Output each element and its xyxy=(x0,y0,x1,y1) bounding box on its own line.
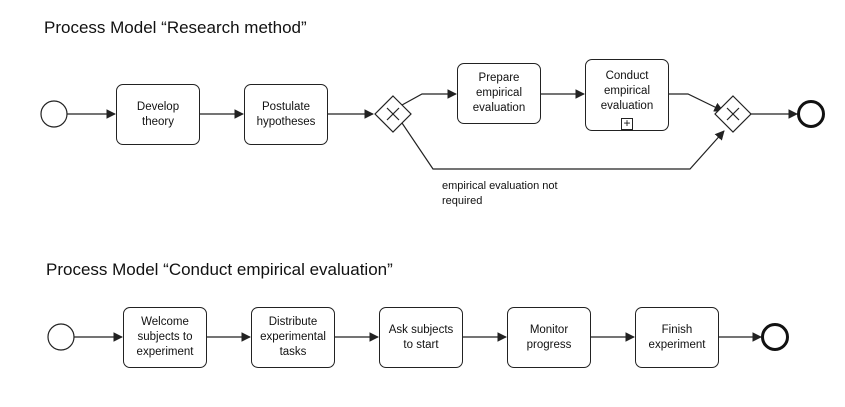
task-label: Develop theory xyxy=(136,100,180,128)
subprocess-conduct-empirical-evaluation[interactable]: Conduct empirical evaluation + xyxy=(585,59,669,131)
flow-skip-evaluation xyxy=(401,122,725,170)
exclusive-gateway-split[interactable] xyxy=(374,95,412,133)
process-2-title: Process Model “Conduct empirical evaluat… xyxy=(46,260,393,279)
task-welcome-subjects[interactable]: Welcome subjects to experiment xyxy=(123,307,207,368)
task-label: Conduct empirical evaluation xyxy=(600,69,654,112)
subprocess-expand-icon[interactable]: + xyxy=(621,117,633,130)
task-distribute-experimental-tasks[interactable]: Distribute experimental tasks xyxy=(251,307,335,368)
flow-label-evaluation-not-required: empirical evaluation not required xyxy=(442,180,558,207)
task-prepare-empirical-evaluation[interactable]: Prepare empirical evaluation xyxy=(457,63,541,124)
task-monitor-progress[interactable]: Monitor progress xyxy=(507,307,591,368)
task-label: Distribute experimental tasks xyxy=(260,316,326,358)
task-finish-experiment[interactable]: Finish experiment xyxy=(635,307,719,368)
end-event-1[interactable] xyxy=(797,100,825,128)
task-label: Postulate hypotheses xyxy=(256,100,316,128)
task-label: Finish experiment xyxy=(648,323,706,351)
start-event-1[interactable] xyxy=(40,100,68,128)
task-develop-theory[interactable]: Develop theory xyxy=(116,84,200,145)
exclusive-gateway-merge[interactable] xyxy=(714,95,752,133)
task-label: Prepare empirical evaluation xyxy=(472,72,526,114)
flow-gateway-to-prepare xyxy=(401,89,457,106)
flow-conduct-to-gateway xyxy=(669,93,724,112)
task-label: Welcome subjects to experiment xyxy=(136,316,194,358)
process-1-title: Process Model “Research method” xyxy=(44,18,307,37)
task-label: Ask subjects to start xyxy=(388,323,454,351)
start-event-2[interactable] xyxy=(47,323,75,351)
task-label: Monitor progress xyxy=(526,323,572,351)
task-ask-subjects-to-start[interactable]: Ask subjects to start xyxy=(379,307,463,368)
task-postulate-hypotheses[interactable]: Postulate hypotheses xyxy=(244,84,328,145)
end-event-2[interactable] xyxy=(761,323,789,351)
